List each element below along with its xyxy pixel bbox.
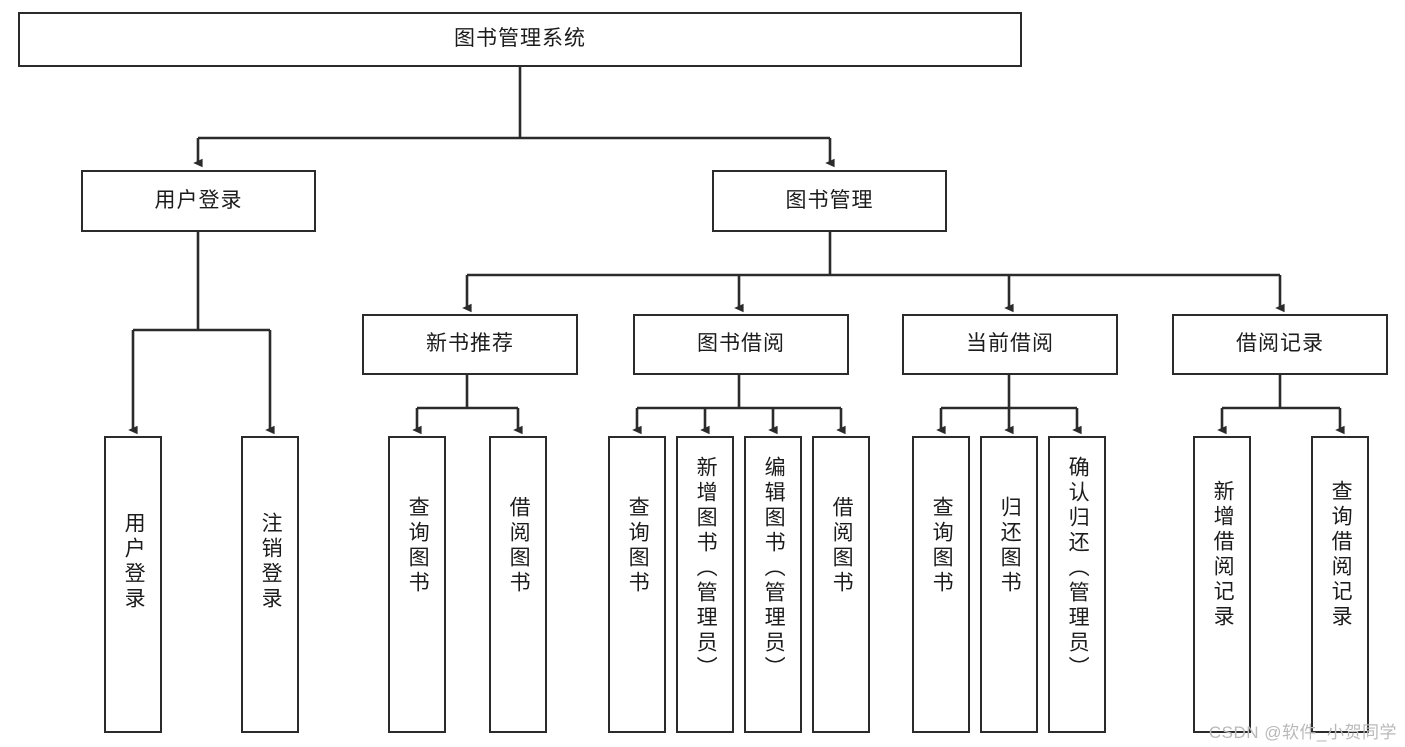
node-leaf-confirm-return-admin-label: 确认归还（管理员）	[1066, 456, 1090, 681]
node-leaf-confirm-return-admin[interactable]: 确认归还（管理员）	[1048, 436, 1106, 733]
node-book-borrow-label: 图书借阅	[697, 332, 785, 356]
node-leaf-query-book-borrow[interactable]: 查询图书	[608, 436, 666, 733]
node-leaf-logout[interactable]: 注销登录	[241, 436, 299, 733]
node-leaf-logout-label: 注销登录	[259, 512, 283, 612]
node-leaf-add-book-admin[interactable]: 新增图书（管理员）	[676, 436, 734, 733]
node-borrow-record-label: 借阅记录	[1236, 332, 1324, 356]
node-root-system[interactable]: 图书管理系统	[18, 12, 1022, 67]
node-leaf-return-book[interactable]: 归还图书	[980, 436, 1038, 733]
node-root-system-label: 图书管理系统	[454, 27, 586, 51]
node-book-borrow[interactable]: 图书借阅	[633, 314, 849, 375]
watermark-text: CSDN @软件_小贺同学	[1208, 723, 1397, 742]
node-user-login-label: 用户登录	[154, 188, 243, 212]
node-leaf-edit-book-admin-label: 编辑图书（管理员）	[762, 456, 786, 681]
node-book-management[interactable]: 图书管理	[712, 170, 947, 232]
node-leaf-user-login-label: 用户登录	[122, 512, 146, 612]
node-new-book-recommend[interactable]: 新书推荐	[362, 314, 578, 375]
node-leaf-borrow-book-recommend[interactable]: 借阅图书	[489, 436, 547, 733]
node-user-login[interactable]: 用户登录	[81, 170, 316, 232]
node-leaf-add-borrow-record[interactable]: 新增借阅记录	[1193, 436, 1251, 733]
node-leaf-query-borrow-record[interactable]: 查询借阅记录	[1311, 436, 1369, 733]
node-leaf-query-book-recommend-label: 查询图书	[406, 496, 430, 596]
node-leaf-add-book-admin-label: 新增图书（管理员）	[694, 456, 718, 681]
node-leaf-borrow-book[interactable]: 借阅图书	[812, 436, 870, 733]
node-leaf-query-book-recommend[interactable]: 查询图书	[388, 436, 446, 733]
node-leaf-query-book-current[interactable]: 查询图书	[912, 436, 970, 733]
node-leaf-return-book-label: 归还图书	[998, 496, 1022, 596]
node-leaf-query-borrow-record-label: 查询借阅记录	[1329, 480, 1353, 630]
node-leaf-query-book-current-label: 查询图书	[930, 496, 954, 596]
node-book-management-label: 图书管理	[785, 188, 874, 212]
node-new-book-recommend-label: 新书推荐	[426, 332, 514, 356]
node-leaf-user-login[interactable]: 用户登录	[104, 436, 162, 733]
node-borrow-record[interactable]: 借阅记录	[1172, 314, 1388, 375]
node-current-borrow-label: 当前借阅	[966, 332, 1054, 356]
node-leaf-query-book-borrow-label: 查询图书	[626, 496, 650, 596]
node-leaf-borrow-book-label: 借阅图书	[830, 496, 854, 596]
node-leaf-borrow-book-recommend-label: 借阅图书	[507, 496, 531, 596]
node-leaf-edit-book-admin[interactable]: 编辑图书（管理员）	[744, 436, 802, 733]
node-leaf-add-borrow-record-label: 新增借阅记录	[1211, 480, 1235, 630]
node-current-borrow[interactable]: 当前借阅	[902, 314, 1118, 375]
